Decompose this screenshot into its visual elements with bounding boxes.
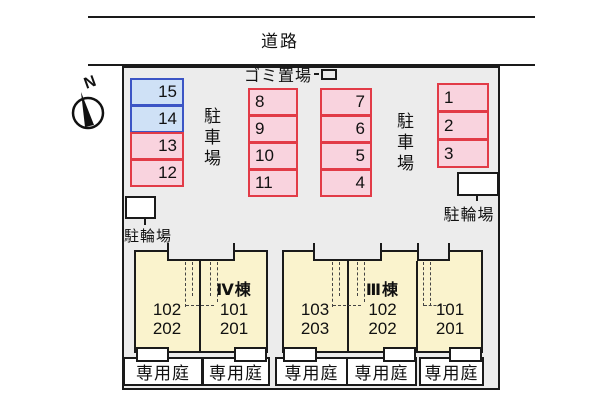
parking-column-mid-right: 7 6 5 4 xyxy=(320,88,372,197)
room-number: 101 xyxy=(435,300,465,319)
bicycle-parking-label-left: 駐輪場 xyxy=(124,228,173,245)
building-3-entrance-notch-a xyxy=(313,243,382,261)
bicycle-parking-box-right xyxy=(457,172,499,196)
building-3-unit-2-rooms: 102 202 xyxy=(348,300,417,338)
north-label: N xyxy=(82,73,99,93)
porch xyxy=(449,347,482,362)
parking-space-9: 9 xyxy=(248,115,298,143)
building-3 xyxy=(282,250,483,353)
entrance-path-dashed xyxy=(423,262,424,306)
building-4-entrance-notch xyxy=(167,243,235,261)
entrance-path-dashed xyxy=(192,262,193,296)
porch xyxy=(383,347,416,362)
parking-space-12: 12 xyxy=(130,159,184,187)
building-3-unit-divider-2 xyxy=(416,261,418,353)
parking-space-5: 5 xyxy=(320,142,372,170)
garbage-area: ゴミ置場 xyxy=(244,62,338,86)
road-line-lower xyxy=(88,64,535,66)
building-3-unit-3-rooms: 101 201 xyxy=(417,300,483,338)
parking-lot-label-left: 駐車場 xyxy=(201,107,220,170)
parking-space-11: 11 xyxy=(248,169,298,197)
room-number: 201 xyxy=(435,319,465,338)
building-3-name: Ⅲ棟 xyxy=(365,282,400,299)
parking-space-6: 6 xyxy=(320,115,372,143)
room-number: 202 xyxy=(368,319,397,338)
parking-space-8: 8 xyxy=(248,88,298,116)
parking-space-4: 4 xyxy=(320,169,372,197)
entrance-path-dashed xyxy=(332,262,333,307)
entrance-path-dashed xyxy=(424,305,446,306)
room-number: 102 xyxy=(152,300,182,319)
room-number: 101 xyxy=(219,300,249,319)
room-number: 201 xyxy=(219,319,249,338)
parking-space-2: 2 xyxy=(437,111,489,140)
building-3-unit-divider-1 xyxy=(347,261,349,353)
entrance-path-dashed xyxy=(217,262,218,302)
parking-space-10: 10 xyxy=(248,142,298,170)
room-number: 203 xyxy=(300,319,330,338)
bicycle-parking-label-right: 駐輪場 xyxy=(443,207,495,224)
building-3-unit-1-rooms: 103 203 xyxy=(282,300,348,338)
building-3-entrance-notch-b xyxy=(417,243,450,261)
parking-space-15: 15 xyxy=(130,78,184,106)
parking-space-14: 14 xyxy=(130,105,184,133)
building-4-unit-2-rooms: 101 201 xyxy=(200,300,268,338)
entrance-path-dashed xyxy=(339,262,340,296)
parking-column-mid-left: 8 9 10 11 xyxy=(248,88,298,197)
garbage-bin-handle-icon xyxy=(314,73,320,75)
building-4-name: Ⅳ棟 xyxy=(216,282,252,299)
entrance-path-dashed xyxy=(357,262,358,296)
entrance-path-dashed xyxy=(430,262,431,306)
bicycle-parking-tick-left xyxy=(144,218,146,225)
porch xyxy=(136,347,169,362)
parking-column-left: 15 14 13 12 xyxy=(130,78,184,187)
room-number: 103 xyxy=(300,300,330,319)
bicycle-parking-tick-right xyxy=(476,195,478,201)
garbage-area-label: ゴミ置場 xyxy=(244,68,313,85)
room-number: 102 xyxy=(368,300,397,319)
building-4-unit-divider xyxy=(199,261,201,353)
parking-lot-label-right: 駐車場 xyxy=(394,112,413,175)
road-line-upper xyxy=(88,16,535,18)
entrance-path-dashed xyxy=(186,305,214,306)
building-4-unit-1-rooms: 102 202 xyxy=(134,300,200,338)
room-number: 202 xyxy=(152,319,182,338)
entrance-path-dashed xyxy=(333,305,361,306)
bicycle-parking-box-left xyxy=(125,196,156,219)
garbage-bin-icon xyxy=(321,68,338,80)
parking-space-3: 3 xyxy=(437,139,489,168)
compass-needle-icon xyxy=(81,92,94,127)
porch xyxy=(283,347,317,362)
parking-space-1: 1 xyxy=(437,83,489,112)
parking-space-7: 7 xyxy=(320,88,372,116)
entrance-path-dashed xyxy=(185,262,186,307)
road-label: 道路 xyxy=(261,32,299,51)
parking-column-right: 1 2 3 xyxy=(437,83,489,168)
parking-space-13: 13 xyxy=(130,132,184,160)
entrance-path-dashed xyxy=(210,262,211,296)
north-compass: N xyxy=(71,73,105,130)
entrance-path-dashed xyxy=(364,262,365,302)
porch xyxy=(234,347,267,362)
